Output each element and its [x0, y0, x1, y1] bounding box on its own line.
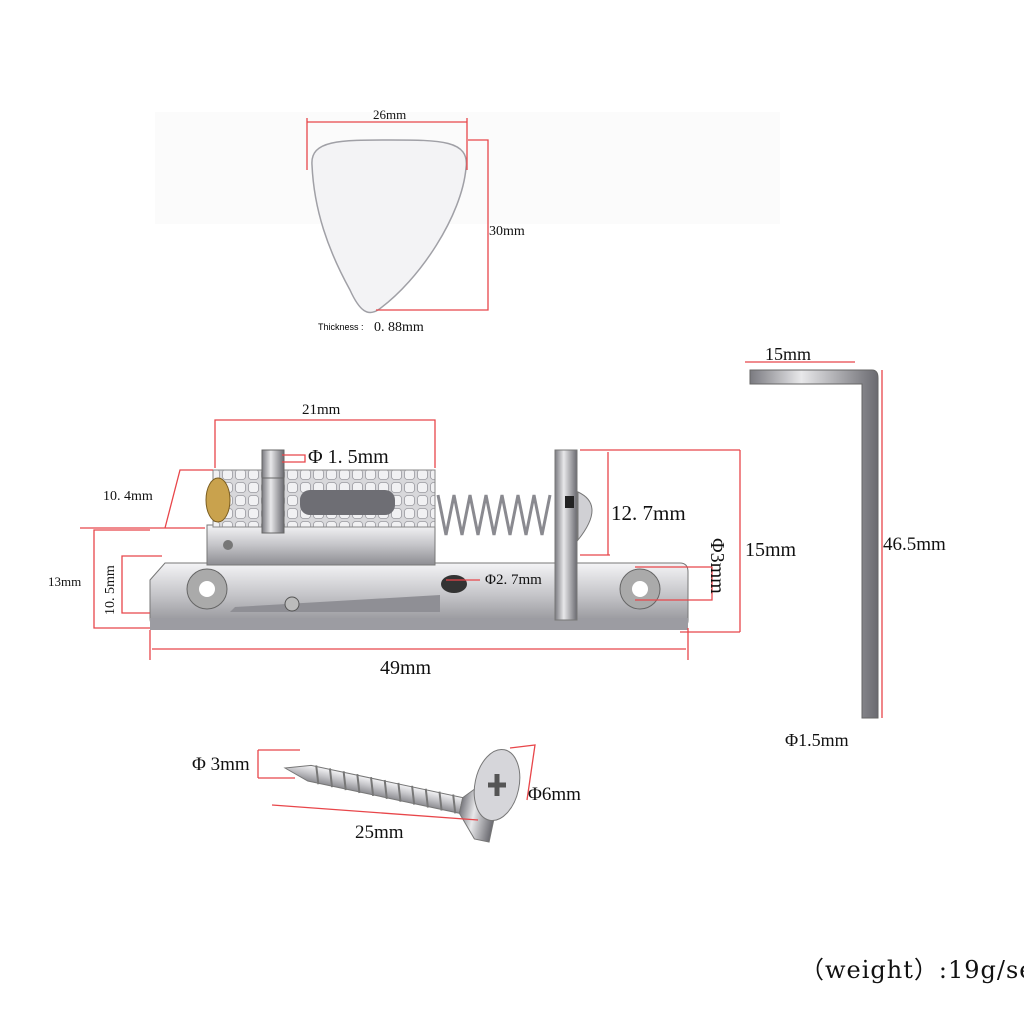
mounting-screw: Φ 3mm Φ6mm 25mm: [192, 744, 581, 843]
saddle-hole-dia-label: Φ2. 7mm: [485, 572, 542, 588]
pick-width-label: 26mm: [373, 107, 406, 122]
saddle-mount-hole-label: Φ3mm: [706, 538, 728, 594]
wrench-long-arm-label: 46.5mm: [883, 534, 946, 555]
pick-height-label: 30mm: [489, 224, 525, 239]
screw-head-dia-label: Φ6mm: [528, 784, 581, 805]
bridge-saddle: 21mm Φ 1. 5mm 10. 4mm 13mm 10. 5mm Φ2. 7…: [48, 402, 797, 679]
screw-shank-dia-label: Φ 3mm: [192, 754, 250, 775]
saddle-base-height-label: 13mm: [48, 574, 81, 589]
saddle-spring-height-label: 12. 7mm: [611, 501, 686, 525]
pick-thickness-caption: Thickness :: [318, 322, 364, 332]
guitar-pick: 26mm 30mm Thickness : 0. 88mm: [155, 107, 780, 335]
weight-label: （weight）:19g/set: [800, 956, 1024, 984]
saddle-total-height-label: 15mm: [745, 539, 797, 561]
wrench-dia-label: Φ1.5mm: [785, 730, 849, 750]
pick-thickness-label: 0. 88mm: [374, 320, 424, 335]
saddle-base-width-label: 10. 5mm: [103, 565, 118, 615]
saddle-top-length-label: 21mm: [302, 402, 341, 418]
saddle-block-height-label: 10. 4mm: [103, 489, 153, 504]
screw-length-label: 25mm: [355, 822, 404, 843]
hex-wrench: 15mm 46.5mm Φ1.5mm: [745, 344, 946, 750]
saddle-screw-dia-label: Φ 1. 5mm: [308, 446, 389, 468]
wrench-short-arm-label: 15mm: [765, 344, 811, 364]
saddle-total-length-label: 49mm: [380, 657, 432, 679]
